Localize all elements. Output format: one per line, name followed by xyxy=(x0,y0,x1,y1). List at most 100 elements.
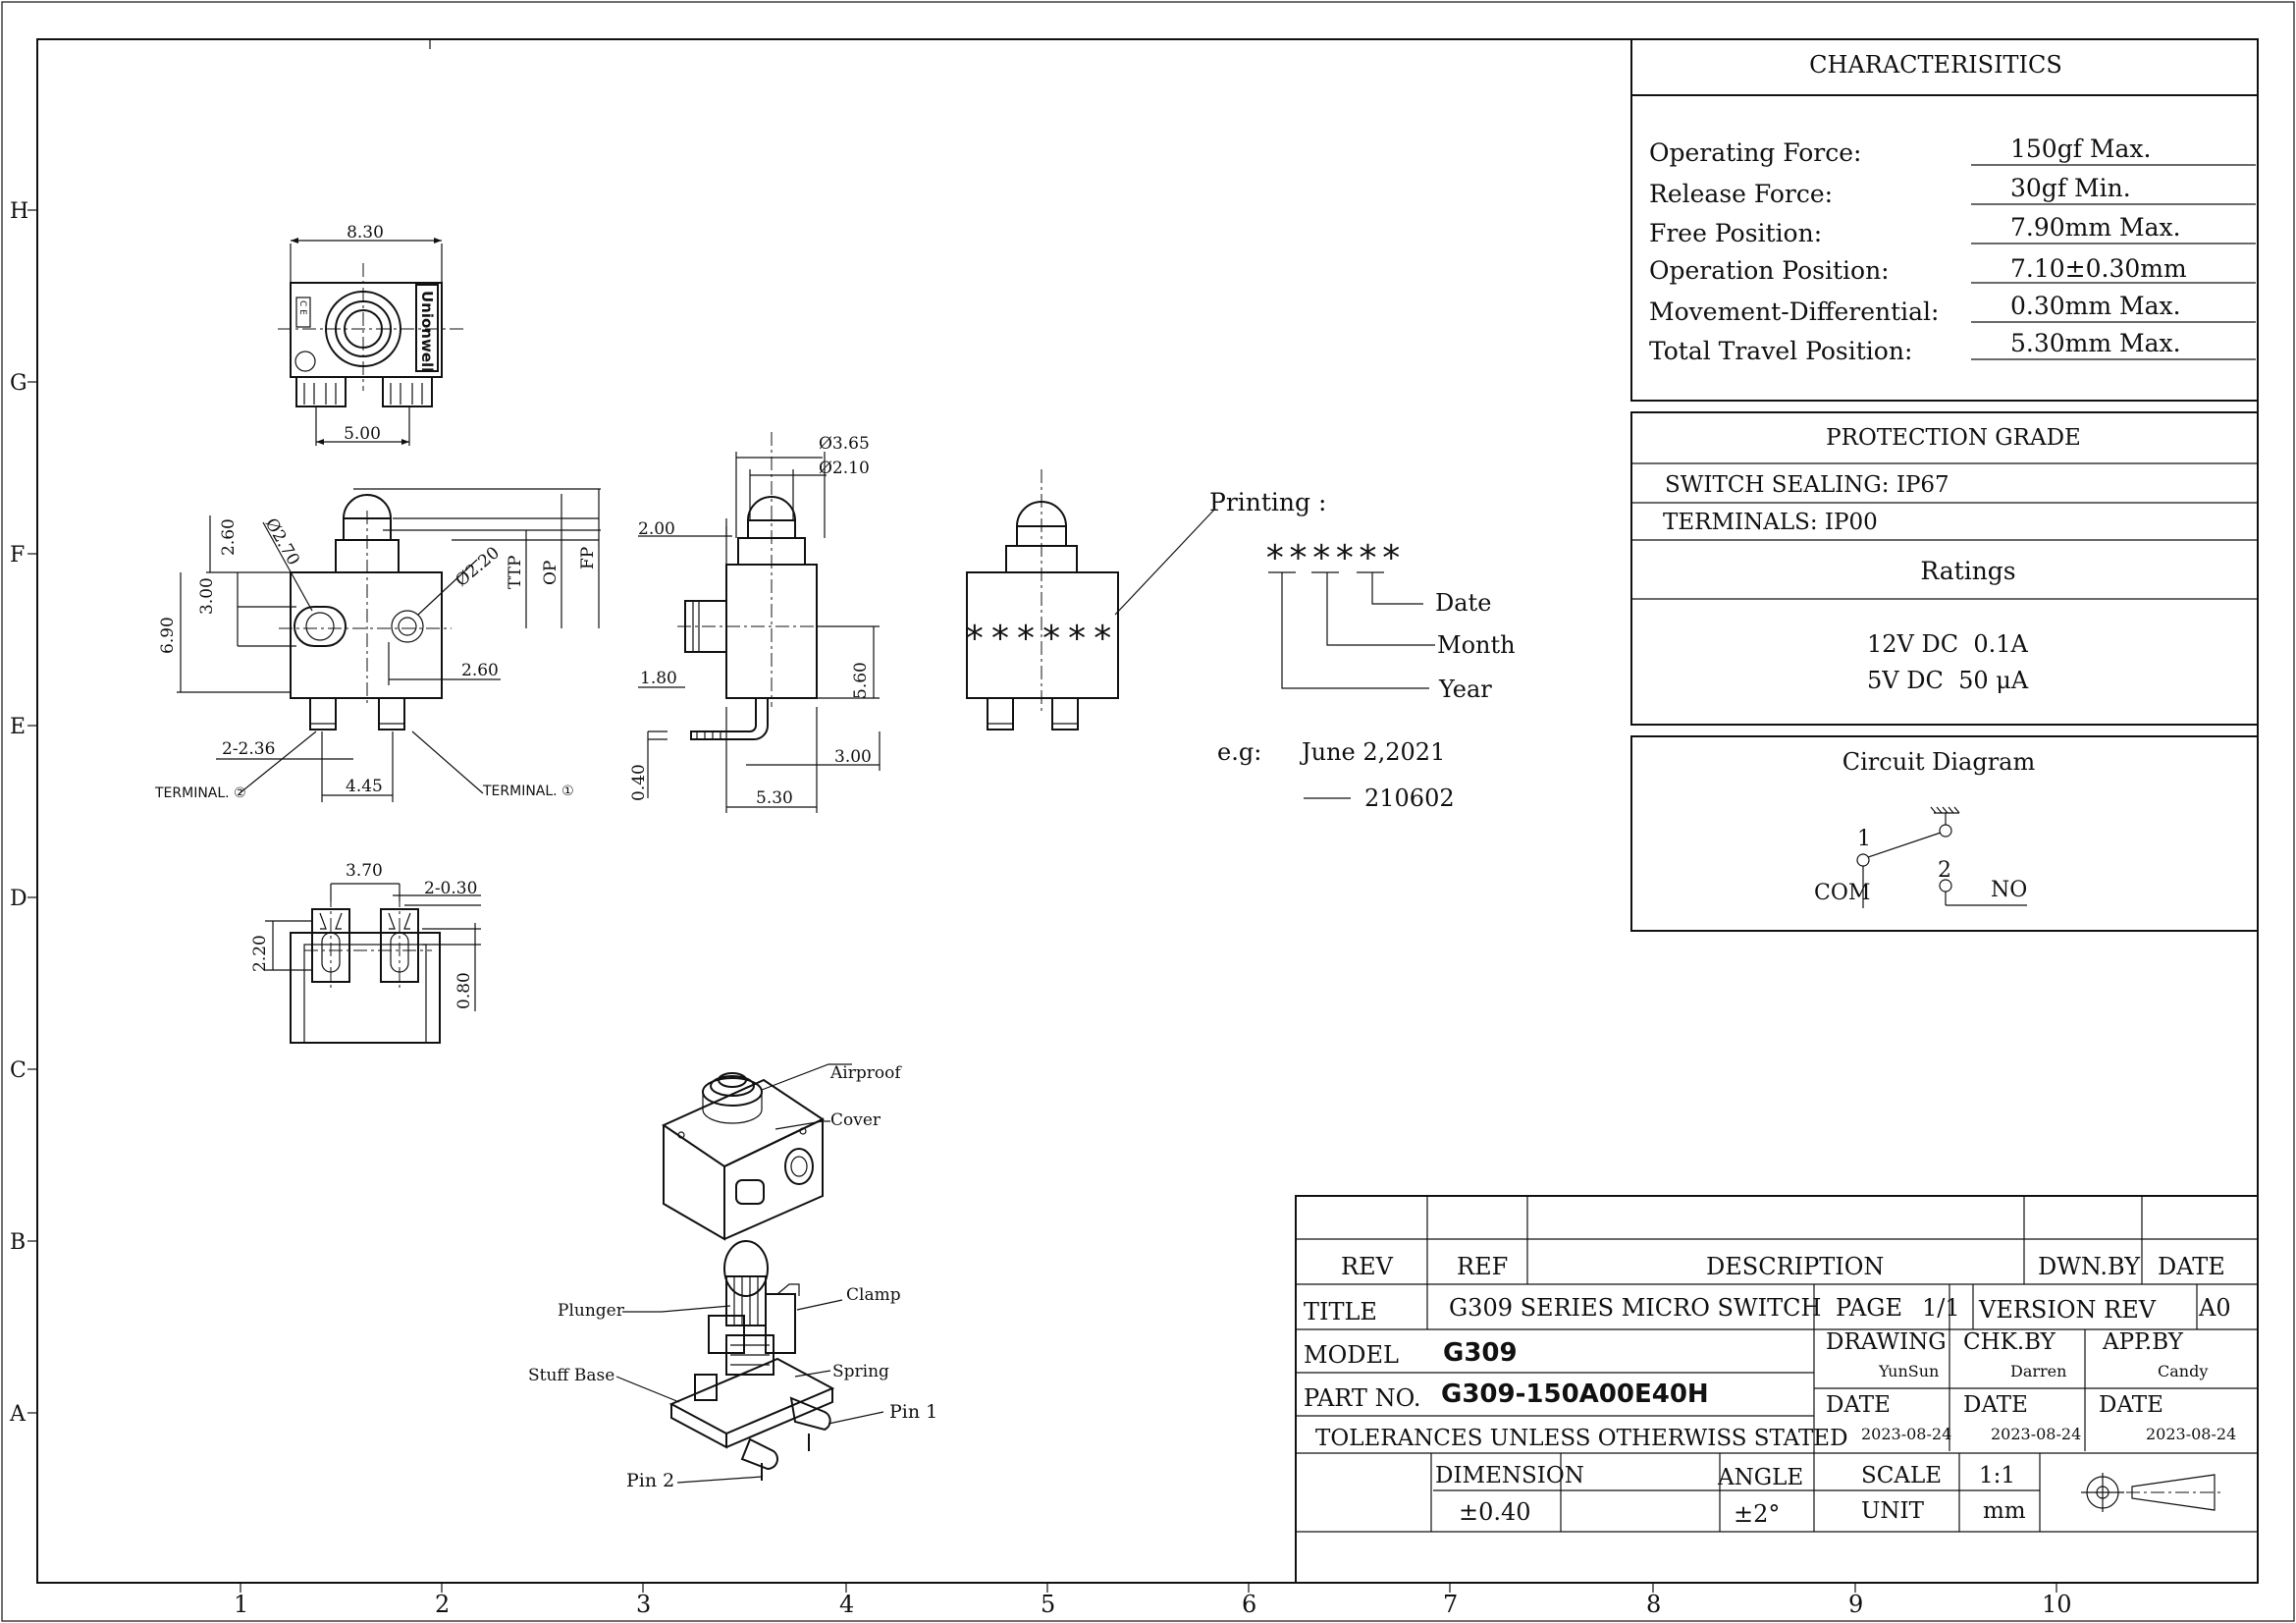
printing-eg-date: June 2,2021 xyxy=(1299,738,1445,766)
title-label: TITLE xyxy=(1304,1298,1377,1325)
date-label-3: DATE xyxy=(2099,1392,2163,1418)
brand-mark: Unionwell xyxy=(418,291,436,372)
callout-airproof: Airproof xyxy=(829,1063,902,1083)
printing-view: ****** Printing : ****** Date Month Year… xyxy=(964,469,1516,812)
dim-b-370: 3.70 xyxy=(346,861,383,881)
row-label-g: G xyxy=(10,371,27,396)
printed-code-body: ****** xyxy=(964,619,1113,659)
unit-label: UNIT xyxy=(1861,1498,1925,1524)
rating-line-1: 12V DC 0.1A xyxy=(1867,630,2029,658)
title-block: REV REF DESCRIPTION DWN.BY DATE TITLE G3… xyxy=(1295,1195,2259,1584)
date-label-2: DATE xyxy=(1963,1392,2028,1418)
page-value: 1/1 xyxy=(1922,1294,1960,1322)
col-label-4: 4 xyxy=(839,1591,854,1618)
switch-sealing: SWITCH SEALING: IP67 xyxy=(1665,472,1949,498)
dim-s-040: 0.40 xyxy=(629,764,649,801)
dim-h-236: 2-2.36 xyxy=(222,739,275,759)
col-label-10: 10 xyxy=(2042,1591,2072,1618)
char-label-3: Operation Position: xyxy=(1649,256,1890,285)
date-value-1: 2023-08-24 xyxy=(1861,1425,1951,1443)
app-value: Candy xyxy=(2158,1362,2208,1380)
col-label-1: 1 xyxy=(234,1591,248,1618)
exploded-view: Airproof Cover Plunger Clamp Stuff Base … xyxy=(528,1063,937,1491)
dim-b-2030: 2-0.30 xyxy=(424,879,477,898)
char-label-2: Free Position: xyxy=(1649,219,1822,247)
circuit-no: NO xyxy=(1991,878,2027,902)
callout-clamp: Clamp xyxy=(846,1285,901,1305)
dim-h-260: 2.60 xyxy=(461,661,499,680)
callout-pin1: Pin 1 xyxy=(889,1401,937,1423)
unit-value: mm xyxy=(1983,1498,2026,1524)
dim-s-200: 2.00 xyxy=(638,519,675,539)
dim-v-300: 3.00 xyxy=(197,577,217,615)
drawing-label: DRAWING xyxy=(1826,1329,1947,1355)
dim-op: OP xyxy=(541,561,561,585)
char-value-2: 7.90mm Max. xyxy=(2010,213,2181,242)
angle-value: ±2° xyxy=(1734,1500,1780,1528)
dim-fp: FP xyxy=(578,547,598,569)
row-label-a: A xyxy=(9,1402,27,1427)
printing-label: Printing : xyxy=(1209,488,1326,516)
row-label-f: F xyxy=(10,543,25,568)
col-label-8: 8 xyxy=(1646,1591,1661,1618)
dim-b-080: 0.80 xyxy=(454,972,474,1009)
row-label-b: B xyxy=(10,1230,26,1255)
version-label: VERSION REV xyxy=(1978,1296,2157,1324)
char-value-4: 0.30mm Max. xyxy=(2010,292,2181,320)
dim-s-300: 3.00 xyxy=(834,747,872,767)
description-header: DESCRIPTION xyxy=(1706,1253,1884,1280)
callout-cover: Cover xyxy=(830,1110,881,1130)
characteristics-table: CHARACTERISITICS Operating Force: 150gf … xyxy=(1630,38,2259,402)
row-label-e: E xyxy=(10,715,26,739)
projection-symbol-icon xyxy=(2081,1473,2224,1512)
printing-eg-code: 210602 xyxy=(1364,784,1455,812)
printing-eg-label: e.g: xyxy=(1217,738,1261,766)
terminal-2-label: TERMINAL. ② xyxy=(154,785,246,801)
model-value: G309 xyxy=(1443,1338,1518,1368)
tolerance-statement: TOLERANCES UNLESS OTHERWISS STATED xyxy=(1315,1426,1848,1451)
angle-label: ANGLE xyxy=(1717,1465,1803,1490)
callout-spring: Spring xyxy=(832,1362,889,1381)
row-label-h: H xyxy=(10,199,28,224)
dim-top-pitch: 5.00 xyxy=(344,424,381,444)
protection-title: PROTECTION GRADE xyxy=(1826,425,2081,451)
col-label-5: 5 xyxy=(1041,1591,1055,1618)
part-label: PART NO. xyxy=(1304,1384,1420,1412)
col-label-2: 2 xyxy=(435,1591,450,1618)
circuit-diagram: Circuit Diagram 1 2 COM NO xyxy=(1630,735,2259,932)
terminal-1-label: TERMINAL. ① xyxy=(482,784,574,799)
printing-month: Month xyxy=(1437,631,1516,659)
callout-plunger: Plunger xyxy=(558,1301,625,1321)
char-label-1: Release Force: xyxy=(1649,180,1833,208)
char-value-5: 5.30mm Max. xyxy=(2010,329,2181,357)
col-label-3: 3 xyxy=(636,1591,651,1618)
char-label-4: Movement-Differential: xyxy=(1649,298,1939,326)
date-label-1: DATE xyxy=(1826,1392,1891,1418)
cert-mark: C E xyxy=(297,300,307,315)
dim-d-365: Ø3.65 xyxy=(819,434,870,454)
date-header: DATE xyxy=(2158,1253,2225,1280)
chk-value: Darren xyxy=(2010,1362,2066,1380)
scale-value: 1:1 xyxy=(1979,1463,2015,1488)
printing-year: Year xyxy=(1438,676,1492,703)
date-value-2: 2023-08-24 xyxy=(1991,1425,2081,1443)
dimension-value: ±0.40 xyxy=(1459,1498,1531,1526)
side-view: Ø3.65 Ø2.10 2.00 1.80 5.60 0.40 3.00 5.3… xyxy=(629,432,881,813)
dim-s-180: 1.80 xyxy=(640,669,677,688)
title-value: G309 SERIES MICRO SWITCH xyxy=(1449,1294,1821,1322)
dim-v-690: 6.90 xyxy=(158,617,178,654)
dim-d-220: Ø2.20 xyxy=(452,543,504,591)
rating-line-2: 5V DC 50 μA xyxy=(1867,667,2029,694)
part-value: G309-150A00E40H xyxy=(1441,1380,1709,1409)
col-label-7: 7 xyxy=(1443,1591,1458,1618)
dim-h-445: 4.45 xyxy=(346,777,383,796)
row-labels: H G F E D C B A xyxy=(9,199,28,1427)
app-label: APP.BY xyxy=(2102,1329,2184,1355)
ratings-title: Ratings xyxy=(1920,557,2015,585)
circuit-pin2: 2 xyxy=(1938,858,1951,883)
col-label-6: 6 xyxy=(1242,1591,1256,1618)
drawing-value: YunSun xyxy=(1878,1362,1939,1380)
version-value: A0 xyxy=(2198,1294,2231,1322)
char-label-0: Operating Force: xyxy=(1649,138,1861,167)
